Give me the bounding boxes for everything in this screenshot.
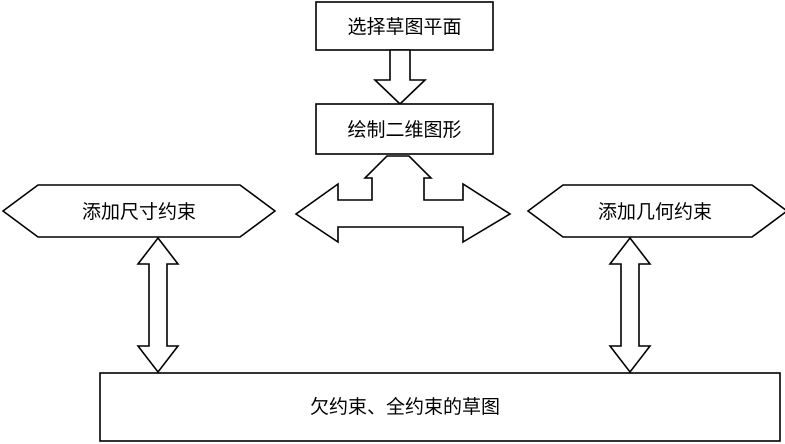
arrow-three-way — [294, 155, 512, 244]
node-select-plane-label: 选择草图平面 — [347, 16, 461, 38]
node-sketch-result: 欠约束、全约束的草图 — [99, 372, 781, 442]
node-sketch-result-label: 欠约束、全约束的草图 — [310, 396, 500, 418]
node-draw-2d-label: 绘制二维图形 — [347, 119, 461, 141]
node-dim-constraint: 添加尺寸约束 — [1, 184, 277, 238]
node-select-plane: 选择草图平面 — [315, 1, 494, 51]
node-geo-constraint-label: 添加几何约束 — [598, 201, 712, 223]
node-draw-2d: 绘制二维图形 — [315, 103, 494, 155]
arrow-double-right — [608, 236, 652, 374]
arrow-down-plane-to-draw — [373, 49, 427, 106]
arrow-double-left — [136, 236, 180, 374]
node-dim-constraint-label: 添加尺寸约束 — [82, 201, 196, 223]
node-geo-constraint: 添加几何约束 — [526, 184, 785, 238]
